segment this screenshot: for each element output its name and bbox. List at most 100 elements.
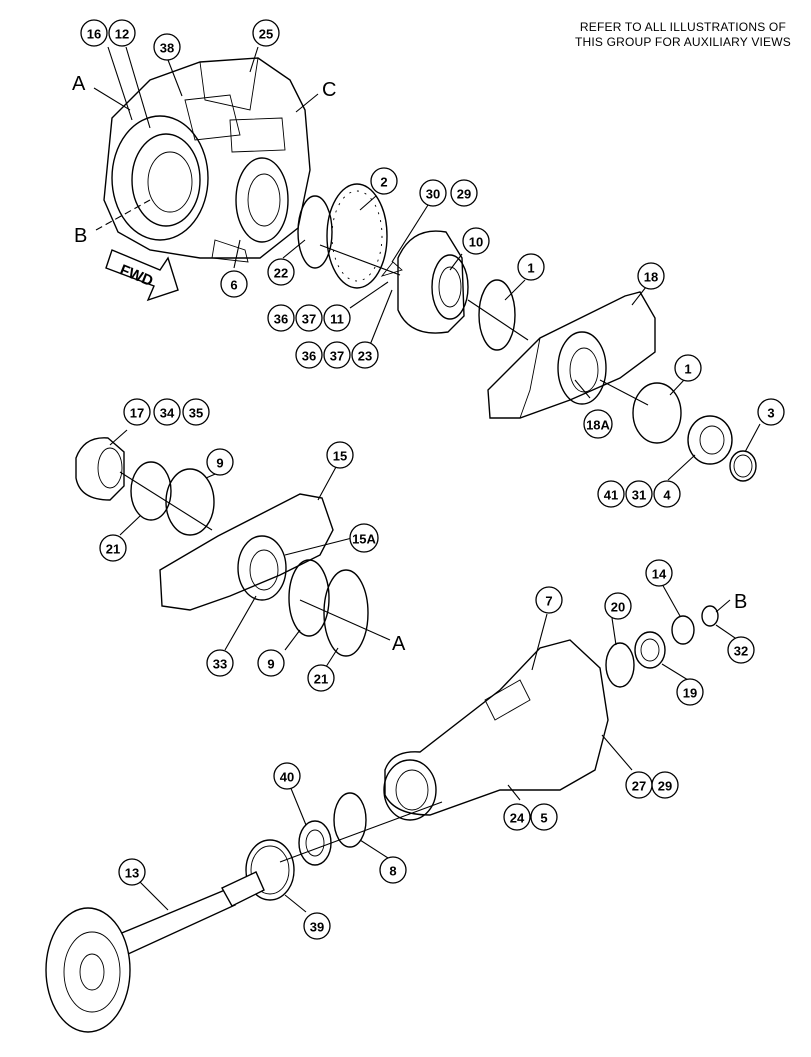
callout-number: 35 xyxy=(189,406,203,421)
callout-number: 21 xyxy=(314,672,328,687)
callout-number: 1 xyxy=(527,261,534,276)
callout-circle xyxy=(295,341,323,369)
callout-2-4: 2 xyxy=(370,167,398,195)
callout-14-36: 14 xyxy=(645,559,673,587)
gasket-22 xyxy=(297,195,333,269)
callout-18-17: 18 xyxy=(637,262,665,290)
callout-15a-30: 15A xyxy=(349,523,379,553)
ref-letter-b-left: B xyxy=(74,225,87,247)
callout-number: 3 xyxy=(767,406,774,421)
ring-14 xyxy=(671,615,695,645)
callout-number: 32 xyxy=(734,644,748,659)
callout-circle xyxy=(257,649,285,677)
callout-11-12: 11 xyxy=(323,304,351,332)
callout-25-3: 25 xyxy=(252,19,280,47)
callout-circle xyxy=(351,341,379,369)
callout-circle xyxy=(674,354,702,382)
callout-number: 8 xyxy=(389,864,396,879)
callout-circle xyxy=(206,448,234,476)
callout-number: 40 xyxy=(280,770,294,785)
callout-circle xyxy=(727,636,755,664)
callout-circle xyxy=(419,179,447,207)
callout-number: 11 xyxy=(330,312,344,327)
callout-circle xyxy=(80,19,108,47)
callout-circle xyxy=(123,398,151,426)
axle-shaft xyxy=(45,871,265,1033)
callout-39-46: 39 xyxy=(303,912,331,940)
callout-circle xyxy=(108,19,136,47)
hub-17 xyxy=(75,437,125,501)
callout-number: 13 xyxy=(125,866,139,881)
callout-3-20: 3 xyxy=(757,398,785,426)
callout-number: 29 xyxy=(457,187,471,202)
callout-18a-19: 18A xyxy=(583,409,613,439)
callout-circle xyxy=(503,803,531,831)
callout-number: 19 xyxy=(683,686,697,701)
callout-number: 41 xyxy=(604,488,618,503)
callout-number: 12 xyxy=(115,27,129,42)
note-line-2: THIS GROUP FOR AUXILIARY VIEWS xyxy=(574,35,791,49)
bearing-19 xyxy=(634,631,666,669)
callout-circle xyxy=(307,664,335,692)
callout-21-29: 21 xyxy=(99,534,127,562)
callout-circle xyxy=(583,409,613,439)
callout-circle xyxy=(273,762,301,790)
axle-beam-left xyxy=(159,493,334,611)
callout-number: 34 xyxy=(160,406,175,421)
callout-27-39: 27 xyxy=(625,771,653,799)
callout-circle xyxy=(676,678,704,706)
callout-circle xyxy=(182,398,210,426)
callout-13-45: 13 xyxy=(118,858,146,886)
callout-number: 18 xyxy=(644,270,658,285)
callout-21-33: 21 xyxy=(307,664,335,692)
callout-4-23: 4 xyxy=(653,480,681,508)
callout-number: 7 xyxy=(545,594,552,609)
callout-circle xyxy=(206,649,234,677)
ring-3 xyxy=(729,450,757,482)
callout-number: 21 xyxy=(106,542,120,557)
callout-circle xyxy=(597,480,625,508)
callout-circle xyxy=(323,341,351,369)
callout-number: 24 xyxy=(510,811,525,826)
callout-17-24: 17 xyxy=(123,398,151,426)
ref-letter-a-mid: A xyxy=(392,633,406,655)
callout-number: 25 xyxy=(259,27,273,42)
callout-number: 29 xyxy=(658,779,672,794)
callout-number: 5 xyxy=(540,811,547,826)
callout-20-35: 20 xyxy=(604,592,632,620)
callout-number: 22 xyxy=(274,266,288,281)
callout-40-43: 40 xyxy=(273,762,301,790)
callout-circle xyxy=(267,304,295,332)
callout-circle xyxy=(153,33,181,61)
callout-number: 4 xyxy=(663,488,671,503)
callout-number: 2 xyxy=(380,175,387,190)
callout-1-18: 1 xyxy=(674,354,702,382)
ref-letter-b-right: B xyxy=(734,591,747,613)
callout-12-1: 12 xyxy=(108,19,136,47)
ref-letter-a-top: A xyxy=(72,73,86,95)
callout-1-16: 1 xyxy=(517,253,545,281)
callout-number: 36 xyxy=(274,312,288,327)
callout-number: 38 xyxy=(160,41,174,56)
callout-number: 15 xyxy=(333,449,347,464)
callout-32-37: 32 xyxy=(727,636,755,664)
callout-number: 1 xyxy=(684,362,691,377)
callout-circle xyxy=(220,270,248,298)
bearing-40 xyxy=(298,820,332,866)
callout-number: 18A xyxy=(586,418,610,433)
callout-41-21: 41 xyxy=(597,480,625,508)
callout-circle xyxy=(637,262,665,290)
housing-part xyxy=(103,57,311,263)
o-ring-1-upper xyxy=(478,279,516,351)
auxiliary-views-note: REFER TO ALL ILLUSTRATIONS OF THIS GROUP… xyxy=(575,20,791,50)
hub-assembly xyxy=(380,230,469,334)
callout-number: 23 xyxy=(358,349,372,364)
callout-circle xyxy=(653,480,681,508)
ring-9-right xyxy=(288,559,330,637)
callout-29-6: 29 xyxy=(450,179,478,207)
callout-29-40: 29 xyxy=(651,771,679,799)
callout-circle xyxy=(267,258,295,286)
callout-circle xyxy=(651,771,679,799)
callout-23-15: 23 xyxy=(351,341,379,369)
